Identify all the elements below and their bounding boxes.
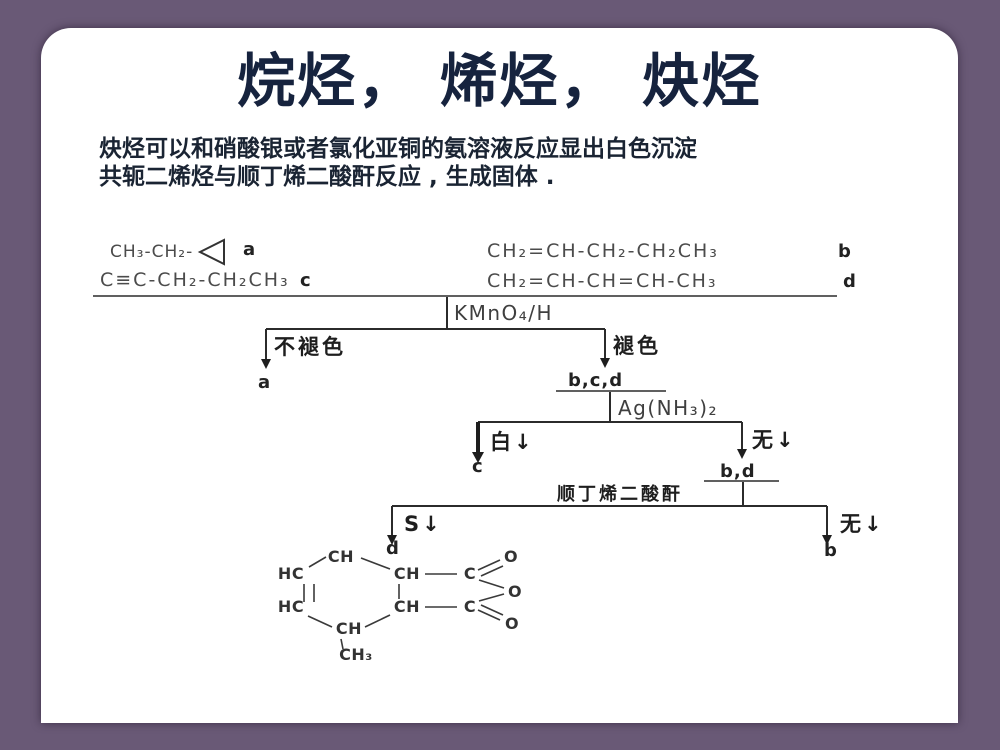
body-line-1: 炔烃可以和硝酸银或者氯化亚铜的氨溶液反应显出白色沉淀: [99, 136, 697, 162]
slide-body-text: 炔烃可以和硝酸银或者氯化亚铜的氨溶液反应显出白色沉淀 共轭二烯烃与顺丁烯二酸酐反…: [99, 135, 697, 191]
slide-canvas: 烷烃， 烯烃， 炔烃 炔烃可以和硝酸银或者氯化亚铜的氨溶液反应显出白色沉淀 共轭…: [41, 28, 958, 723]
body-line-2: 共轭二烯烃与顺丁烯二酸酐反应 , 生成固体 .: [99, 164, 555, 190]
slide-title: 烷烃， 烯烃， 炔烃: [237, 47, 762, 115]
